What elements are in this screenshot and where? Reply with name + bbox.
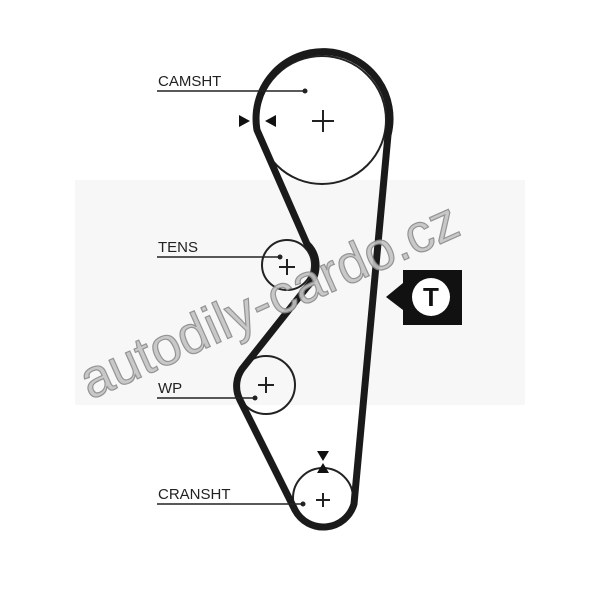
leader-lines	[157, 90, 305, 505]
tensioner-pulley	[261, 239, 313, 291]
label-crankshaft: CRANSHT	[158, 486, 231, 503]
label-water-pump: WP	[158, 380, 182, 397]
tensioner-marker-label: T	[423, 282, 439, 312]
leader-dots	[252, 88, 308, 507]
center-marks	[258, 110, 334, 507]
label-tensioner: TENS	[158, 239, 198, 256]
camshaft-timing-mark-icon	[239, 115, 276, 127]
crankshaft-timing-mark-icon	[317, 451, 329, 473]
tensioner-marker-icon: T	[386, 270, 462, 325]
timing-belt	[233, 48, 394, 531]
label-camshaft: CAMSHT	[158, 73, 221, 90]
